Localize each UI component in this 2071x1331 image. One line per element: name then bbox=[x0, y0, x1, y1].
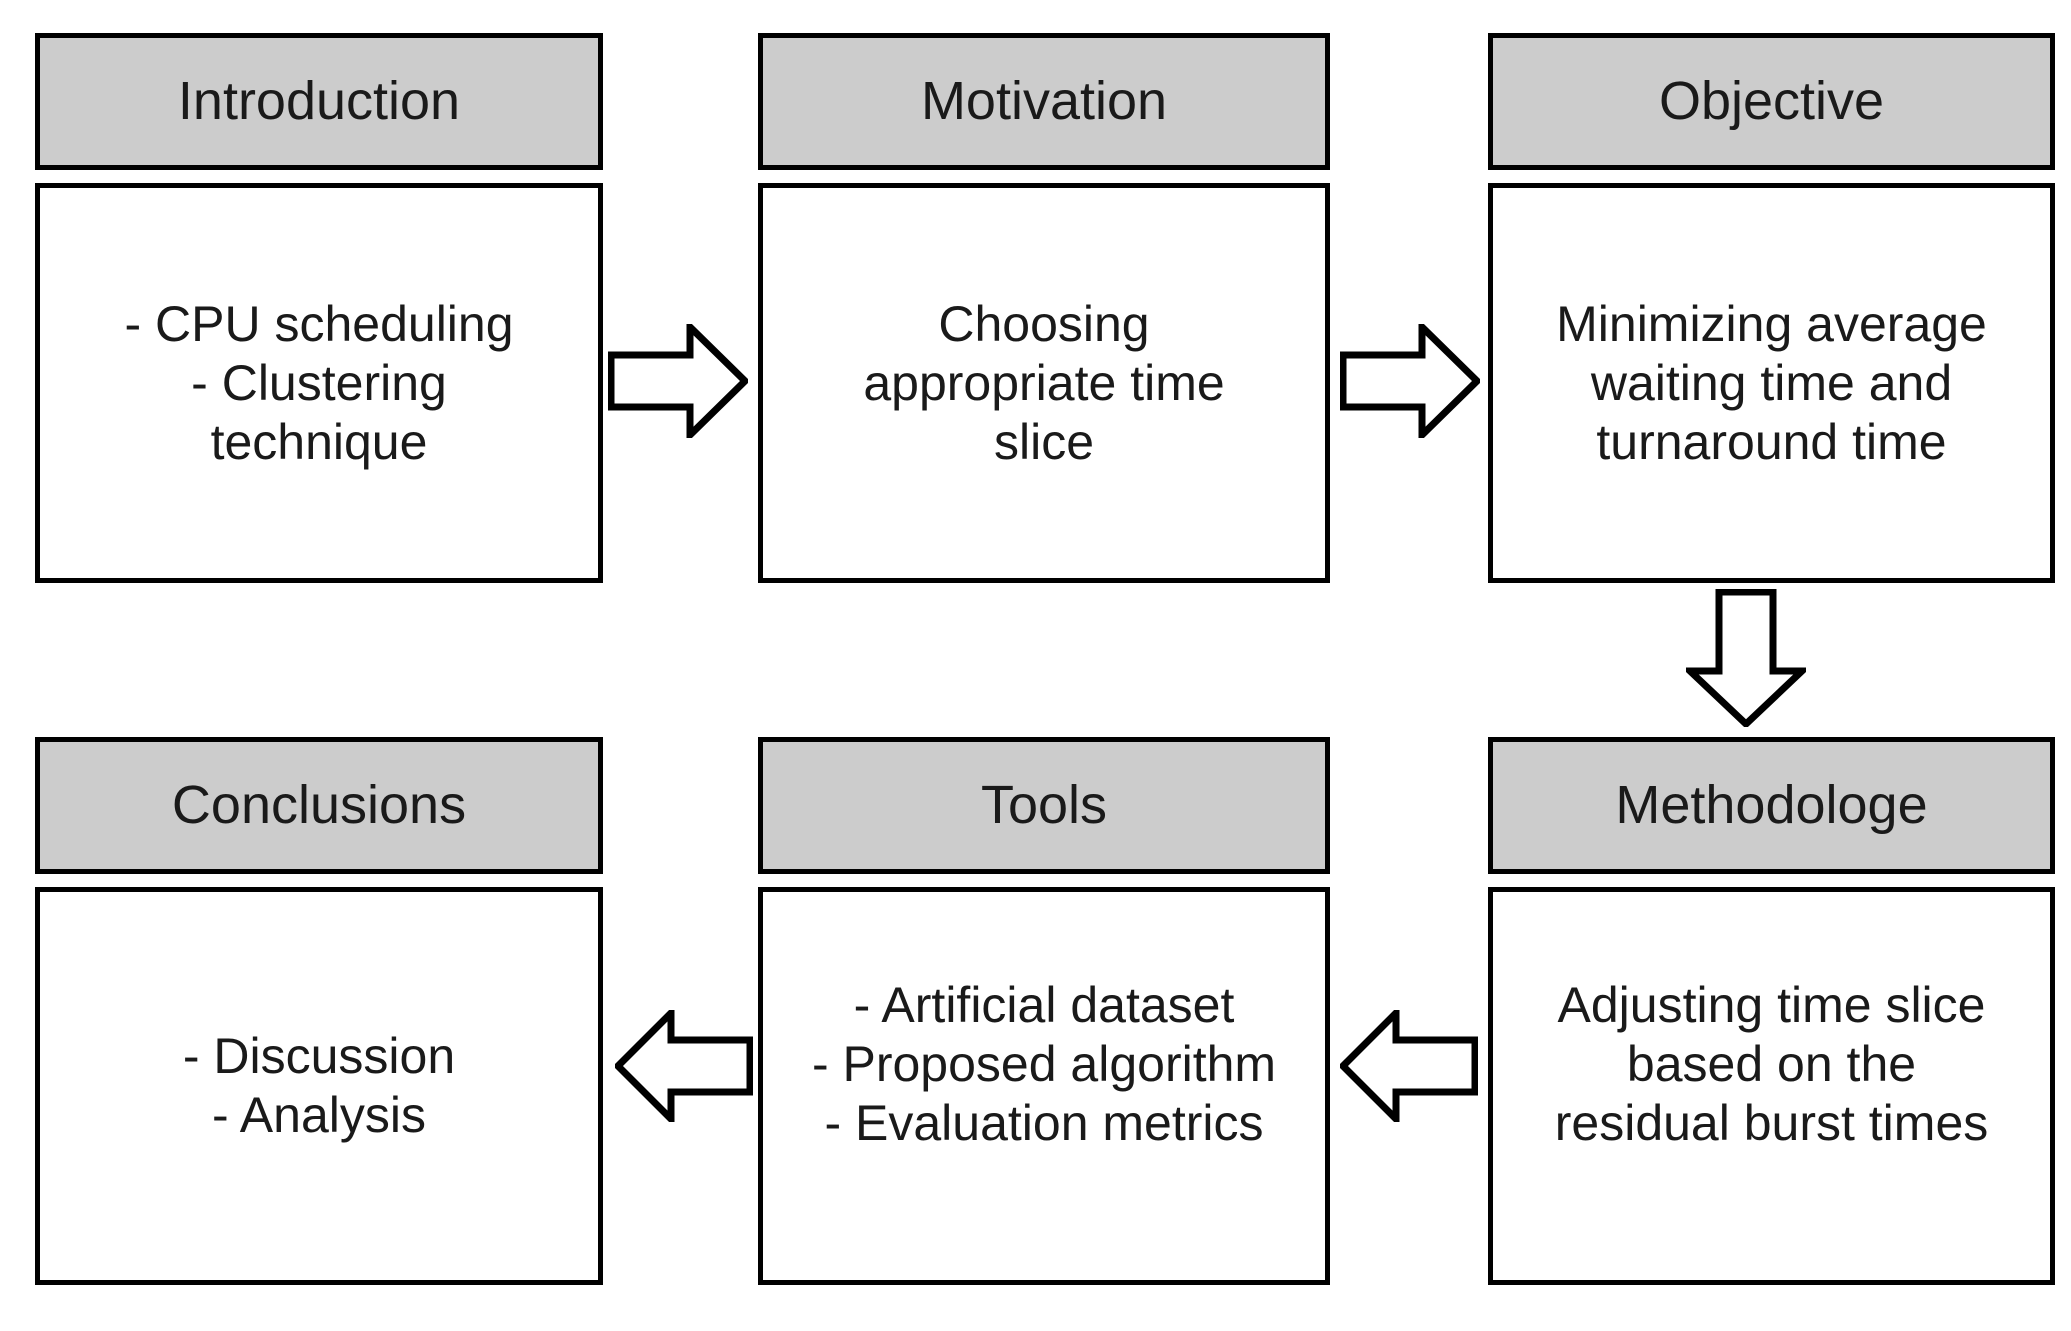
node-introduction[interactable]: Introduction - CPU scheduling - Clusteri… bbox=[35, 33, 603, 583]
node-tools-body: - Artificial dataset - Proposed algorith… bbox=[758, 887, 1330, 1285]
node-tools-line-1: - Artificial dataset bbox=[853, 976, 1235, 1033]
arrow-tools-to-conclusions bbox=[615, 1010, 753, 1122]
node-motivation-line-1: Choosing bbox=[938, 295, 1150, 352]
node-objective-content: Minimizing average waiting time and turn… bbox=[1493, 295, 2050, 472]
node-objective-body: Minimizing average waiting time and turn… bbox=[1488, 183, 2055, 583]
node-objective[interactable]: Objective Minimizing average waiting tim… bbox=[1488, 33, 2055, 583]
node-conclusions-content: - Discussion - Analysis bbox=[40, 1027, 598, 1145]
node-motivation[interactable]: Motivation Choosing appropriate time sli… bbox=[758, 33, 1330, 583]
node-conclusions-header: Conclusions bbox=[35, 737, 603, 874]
node-objective-line-1: Minimizing average bbox=[1556, 295, 1987, 352]
node-methodologe[interactable]: Methodologe Adjusting time slice based o… bbox=[1488, 737, 2055, 1285]
node-motivation-title: Motivation bbox=[920, 71, 1168, 132]
node-objective-header: Objective bbox=[1488, 33, 2055, 170]
node-methodologe-body: Adjusting time slice based on the residu… bbox=[1488, 887, 2055, 1285]
node-conclusions-title: Conclusions bbox=[171, 775, 467, 836]
node-introduction-line-3: technique bbox=[210, 413, 428, 470]
node-conclusions-body: - Discussion - Analysis bbox=[35, 887, 603, 1285]
node-motivation-line-2: appropriate time bbox=[863, 354, 1225, 411]
node-tools[interactable]: Tools - Artificial dataset - Proposed al… bbox=[758, 737, 1330, 1285]
node-introduction-body: - CPU scheduling - Clustering technique bbox=[35, 183, 603, 583]
node-methodologe-line-2: based on the bbox=[1626, 1035, 1917, 1092]
node-motivation-line-3: slice bbox=[993, 413, 1095, 470]
arrow-right-icon bbox=[608, 324, 748, 438]
arrow-down-icon bbox=[1686, 589, 1806, 727]
node-tools-line-2: - Proposed algorithm bbox=[811, 1035, 1277, 1092]
arrow-right-icon bbox=[1340, 324, 1480, 438]
arrow-motivation-to-objective bbox=[1340, 324, 1480, 438]
node-objective-line-2: waiting time and bbox=[1590, 354, 1953, 411]
node-tools-line-3: - Evaluation metrics bbox=[824, 1094, 1264, 1151]
node-motivation-content: Choosing appropriate time slice bbox=[763, 295, 1325, 472]
arrow-methodologe-to-tools bbox=[1340, 1010, 1478, 1122]
node-tools-header: Tools bbox=[758, 737, 1330, 874]
node-methodologe-content: Adjusting time slice based on the residu… bbox=[1493, 976, 2050, 1153]
node-objective-title: Objective bbox=[1658, 71, 1885, 132]
node-motivation-header: Motivation bbox=[758, 33, 1330, 170]
node-introduction-line-1: - CPU scheduling bbox=[124, 295, 514, 352]
arrow-objective-to-methodologe bbox=[1686, 589, 1806, 727]
node-introduction-line-2: - Clustering bbox=[191, 354, 447, 411]
node-tools-title: Tools bbox=[980, 775, 1108, 836]
node-methodologe-line-1: Adjusting time slice bbox=[1557, 976, 1986, 1033]
node-conclusions[interactable]: Conclusions - Discussion - Analysis bbox=[35, 737, 603, 1285]
node-methodologe-title: Methodologe bbox=[1615, 775, 1928, 836]
node-introduction-content: - CPU scheduling - Clustering technique bbox=[40, 295, 598, 472]
node-tools-content: - Artificial dataset - Proposed algorith… bbox=[763, 976, 1325, 1153]
node-introduction-title: Introduction bbox=[177, 71, 461, 132]
arrow-left-icon bbox=[615, 1010, 753, 1122]
arrow-left-icon bbox=[1340, 1010, 1478, 1122]
node-introduction-header: Introduction bbox=[35, 33, 603, 170]
node-methodologe-header: Methodologe bbox=[1488, 737, 2055, 874]
node-conclusions-line-2: - Analysis bbox=[212, 1087, 426, 1143]
node-conclusions-line-1: - Discussion bbox=[182, 1028, 456, 1084]
node-motivation-body: Choosing appropriate time slice bbox=[758, 183, 1330, 583]
arrow-introduction-to-motivation bbox=[608, 324, 748, 438]
node-objective-line-3: turnaround time bbox=[1596, 413, 1947, 470]
node-methodologe-line-3: residual burst times bbox=[1554, 1094, 1989, 1151]
